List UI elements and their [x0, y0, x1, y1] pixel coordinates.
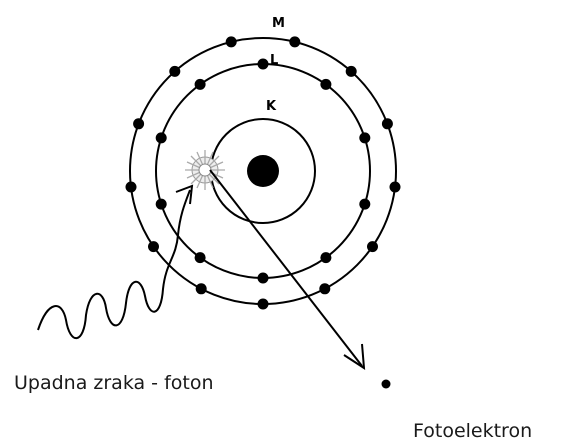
electron-m-11 — [389, 181, 401, 193]
m-shell-electrons — [125, 36, 401, 310]
incident-photon-label: Upadna zraka - foton — [14, 372, 214, 394]
electron-l-7 — [320, 78, 332, 90]
electron-l-8 — [359, 132, 371, 144]
electron-m-4 — [125, 181, 137, 193]
photon-arrowhead — [175, 184, 194, 205]
electron-m-1 — [257, 298, 269, 310]
l-shell-electrons — [155, 58, 371, 284]
electron-m-2 — [195, 283, 207, 295]
electron-l-10 — [320, 252, 332, 264]
photoelectron — [381, 379, 391, 389]
nucleus — [247, 155, 279, 187]
electron-l-6 — [257, 58, 269, 70]
electron-l-3 — [155, 198, 167, 210]
electron-m-6 — [169, 65, 181, 77]
incident-photon-wave — [37, 189, 191, 340]
electron-m-9 — [345, 65, 357, 77]
photoelectron-arrowhead — [343, 343, 366, 370]
electron-l-9 — [359, 198, 371, 210]
electron-m-5 — [133, 118, 145, 130]
electron-m-12 — [367, 241, 378, 253]
electron-m-13 — [319, 283, 331, 295]
electron-m-10 — [381, 118, 393, 130]
electron-m-7 — [225, 36, 237, 48]
electron-l-2 — [194, 252, 206, 264]
orbit-label-k: K — [266, 99, 277, 114]
electron-m-8 — [289, 36, 301, 48]
orbit-label-m: M — [272, 16, 285, 31]
electron-l-5 — [194, 78, 206, 90]
photon-absorption-flash — [185, 150, 225, 190]
electron-l-4 — [155, 132, 167, 144]
photoelectron-label: Fotoelektron — [413, 420, 533, 442]
electron-m-3 — [148, 241, 159, 253]
electron-l-1 — [257, 272, 269, 284]
photoelectron-path — [209, 169, 363, 367]
orbit-label-l: L — [270, 53, 278, 68]
